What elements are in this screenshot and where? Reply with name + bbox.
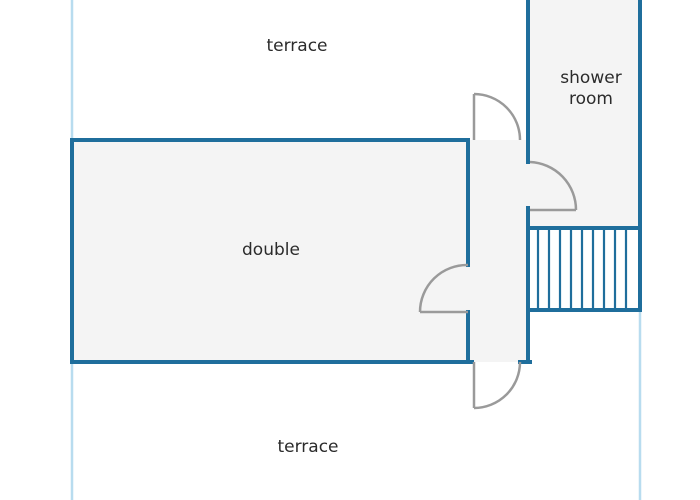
door-double-arc (418, 263, 469, 313)
room-label-double: double (242, 240, 300, 260)
walls (70, 0, 642, 364)
door-top-arc (473, 92, 522, 141)
shower-room-floor (528, 0, 640, 228)
door-shower-arc (529, 160, 578, 211)
double-room-floor (72, 140, 468, 362)
staircase-floor (528, 228, 640, 310)
room-label-terrace-top: terrace (266, 36, 328, 56)
door-bottom-arc (473, 361, 522, 410)
room-label-terrace-bottom: terrace (277, 437, 339, 457)
staircase (536, 229, 628, 310)
hallway-floor (468, 140, 528, 362)
room-label-shower-room: shower room (560, 68, 622, 109)
doors (418, 92, 578, 410)
